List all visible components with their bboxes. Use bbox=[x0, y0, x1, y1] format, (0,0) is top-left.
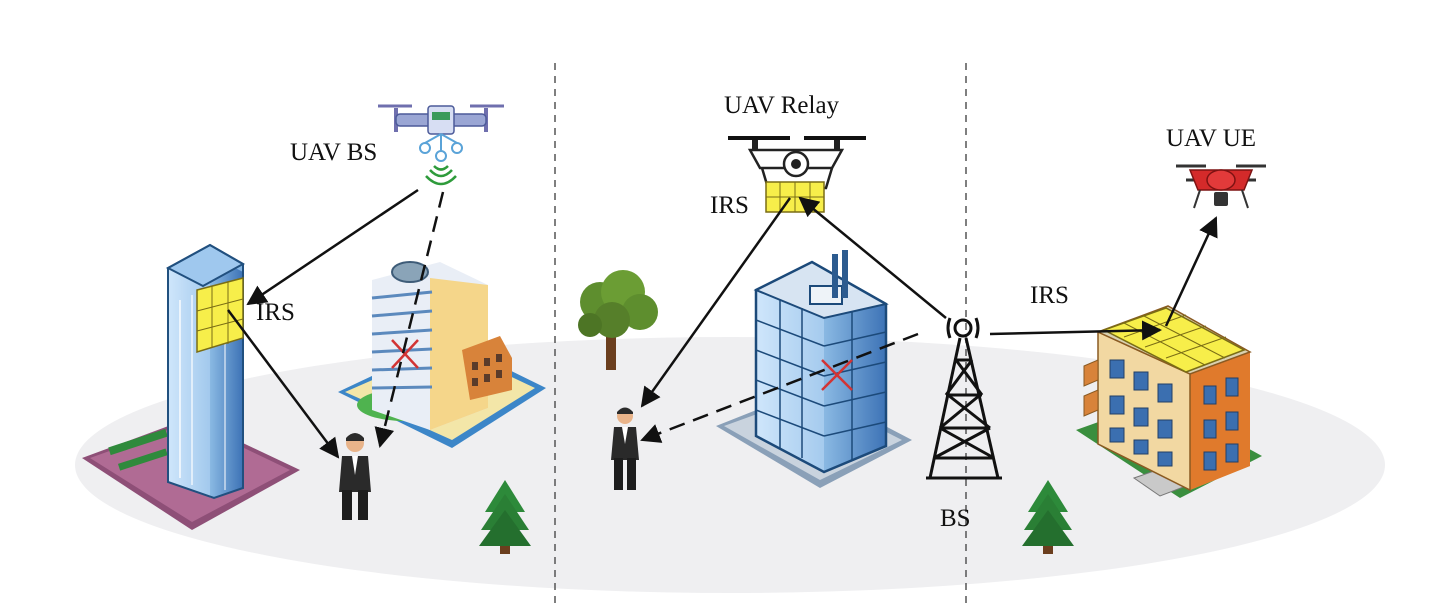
label-irs-relay: IRS bbox=[710, 192, 749, 219]
label-irs-right: IRS bbox=[1030, 282, 1069, 309]
tree-icon bbox=[479, 480, 531, 554]
label-uav-ue: UAV UE bbox=[1166, 125, 1257, 152]
drone-icon bbox=[378, 104, 504, 186]
link-uavbs-to-irs bbox=[246, 188, 419, 306]
glass-tower-middle bbox=[716, 250, 912, 488]
blockage-mark-middle bbox=[821, 359, 853, 391]
label-uav-bs: UAV BS bbox=[290, 139, 378, 166]
link-bs-to-relay bbox=[798, 196, 947, 319]
drone-icon bbox=[728, 136, 866, 190]
blockage-mark-left bbox=[391, 339, 419, 369]
person-icon bbox=[339, 433, 371, 520]
link-irs-to-user bbox=[226, 309, 340, 459]
label-irs-left: IRS bbox=[256, 299, 295, 326]
drone-icon bbox=[1176, 164, 1266, 209]
label-bs: BS bbox=[940, 505, 971, 532]
link-uavbs-blocked bbox=[374, 191, 445, 448]
person-icon bbox=[611, 407, 639, 490]
cell-tower-icon bbox=[926, 317, 1002, 480]
link-relay-to-user bbox=[640, 197, 792, 408]
tree-icon bbox=[578, 270, 658, 370]
label-uav-relay: UAV Relay bbox=[724, 92, 840, 119]
irs-panel-relay bbox=[765, 181, 825, 213]
round-building-left bbox=[338, 261, 546, 448]
tree-icon bbox=[1022, 480, 1074, 554]
link-bs-to-roof-irs bbox=[989, 320, 1162, 341]
link-roof-irs-to-uavue bbox=[1164, 216, 1218, 327]
